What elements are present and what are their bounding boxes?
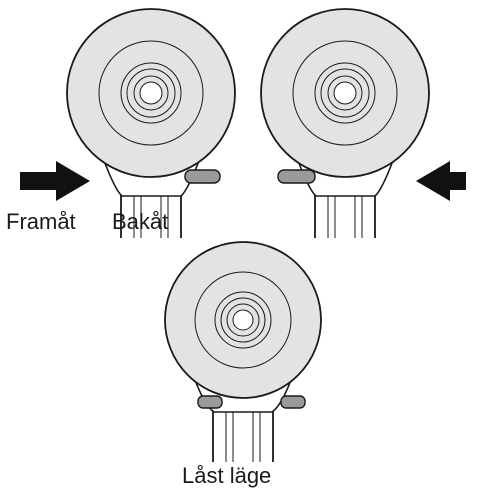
label-backward: Bakåt	[112, 209, 169, 234]
wrench-locked	[164, 241, 322, 462]
wrench-backward-lever	[277, 169, 316, 184]
wrench-forward-lever	[184, 169, 221, 184]
wrench-locked-lever-right	[280, 395, 306, 409]
arrow-left-icon	[416, 161, 466, 201]
wrench-forward	[66, 8, 236, 238]
wrench-locked-lever-left	[197, 395, 223, 409]
wrench-backward	[260, 8, 430, 238]
label-forward: Framåt	[6, 209, 76, 234]
arrow-right-icon	[20, 161, 90, 201]
label-locked: Låst läge	[182, 463, 272, 488]
